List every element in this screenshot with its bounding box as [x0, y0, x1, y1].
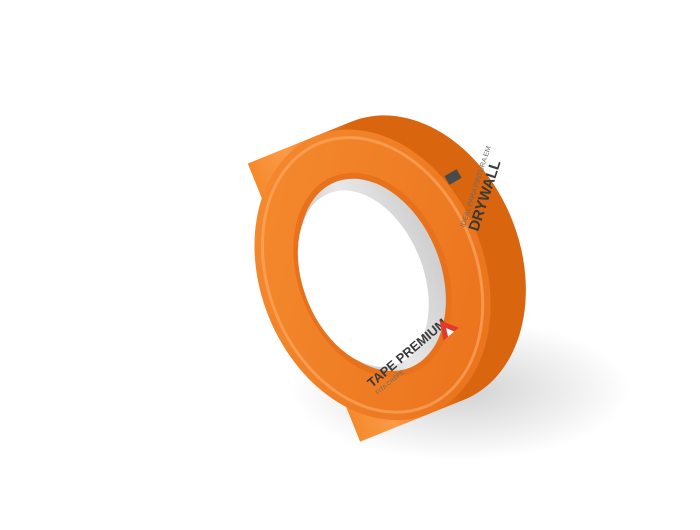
core-barcode-mark [444, 169, 462, 185]
core-hole [297, 190, 429, 367]
tape-highlight [260, 136, 485, 414]
triangle-a-logo-icon [439, 320, 459, 341]
tape-roll [247, 115, 526, 442]
